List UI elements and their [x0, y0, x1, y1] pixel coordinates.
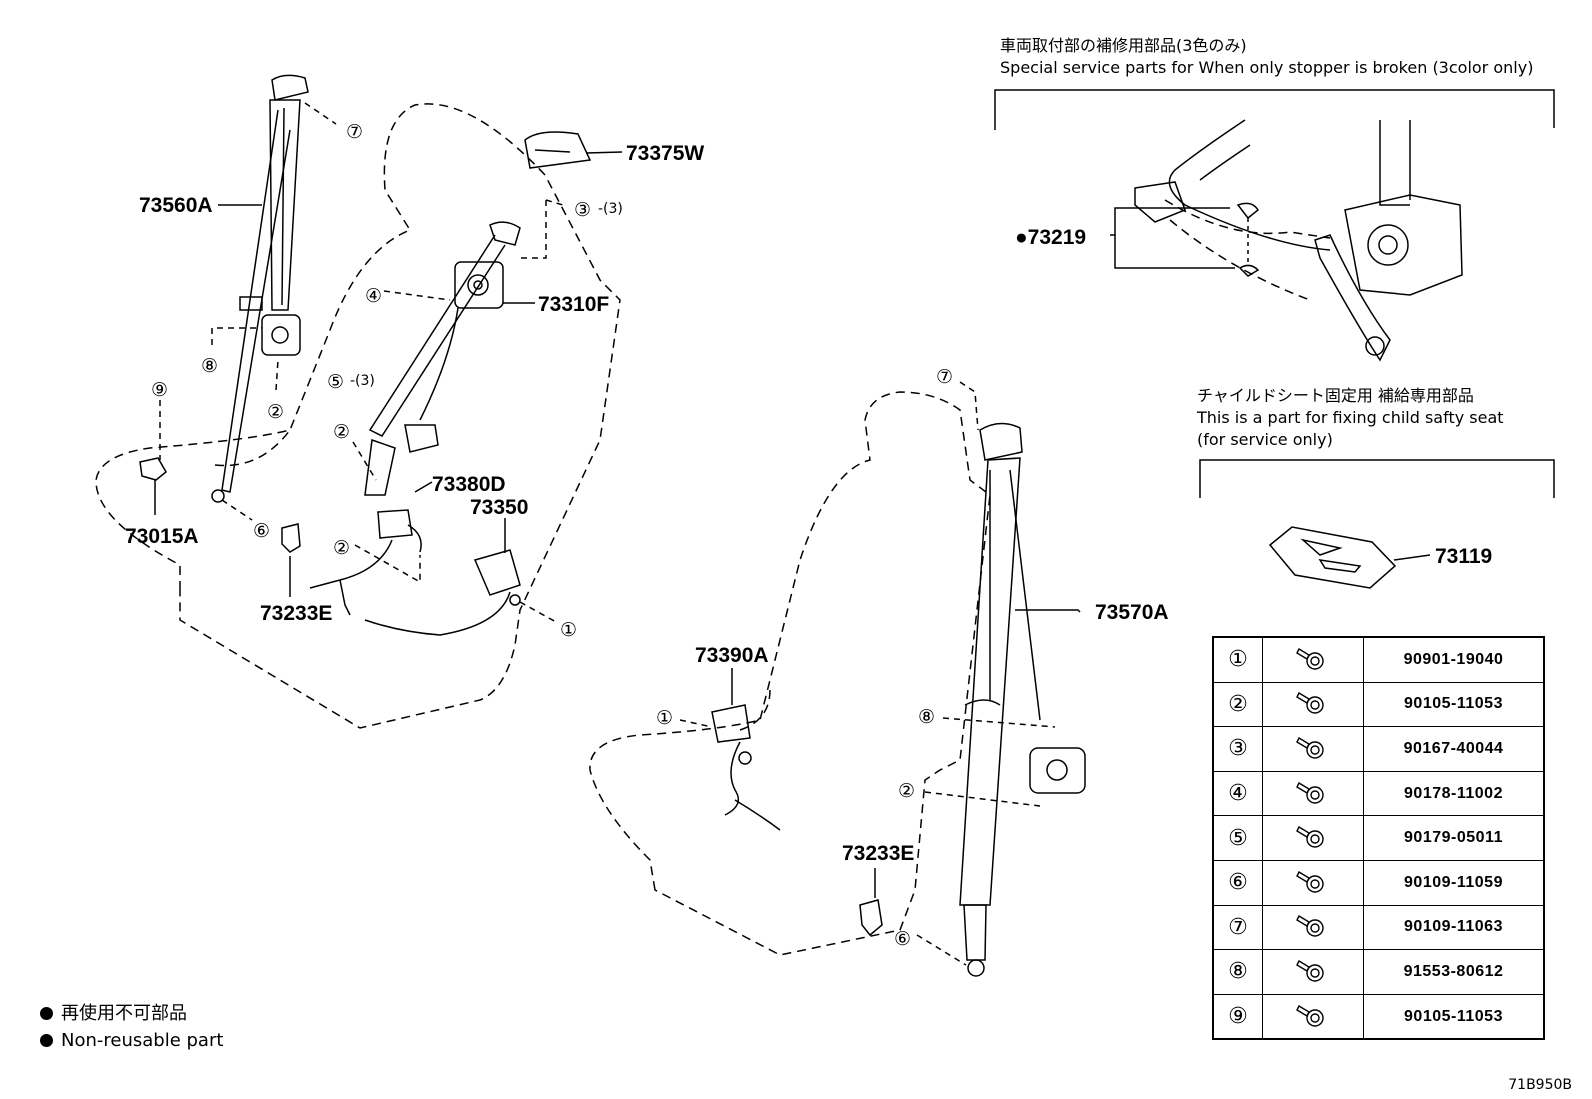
callout-73233e-right: 73233E: [842, 842, 914, 865]
bolt-icon: [1262, 993, 1364, 1040]
circle-ref-3: ③: [574, 199, 591, 221]
parts-table-row: ⑦ 90109-11063: [1212, 904, 1545, 951]
buckle-73350: [364, 549, 521, 636]
parts-ref-number: ③: [1212, 726, 1263, 772]
circle-ref-5: ⑤: [327, 371, 344, 393]
note-stopper-en: Special service parts for When only stop…: [1000, 58, 1534, 77]
bolt-icon: [1262, 859, 1364, 906]
bolt-icon: [1262, 681, 1364, 728]
part-number: 90167-40044: [1363, 726, 1545, 772]
note-child-seat-en2: (for service only): [1197, 430, 1333, 449]
bracket-73015a: [139, 457, 167, 481]
circle-ref-4: ④: [365, 285, 382, 307]
belt-73560a: [211, 74, 309, 503]
clip-73233e-right: [859, 899, 883, 937]
part-number: 90901-19040: [1363, 636, 1545, 683]
legend-dot-icon: [40, 1007, 53, 1020]
parts-table-row: ⑥ 90109-11059: [1212, 859, 1545, 906]
callout-73570a: 73570A: [1095, 601, 1169, 624]
parts-ref-number: ⑨: [1212, 993, 1263, 1040]
circle-ref-1: ①: [656, 707, 673, 729]
plate-73119: [1268, 526, 1397, 589]
callout-73219: ●73219: [1015, 226, 1086, 249]
note-stopper: 車両取付部の補修用部品(3色のみ) Special service parts …: [1000, 35, 1533, 79]
parts-ref-number: ④: [1212, 770, 1263, 817]
callout-73310f: 73310F: [538, 293, 609, 316]
circle-ref-2: ②: [267, 401, 284, 423]
bolt-icon: [1262, 815, 1364, 861]
bracket-frame-top: [994, 89, 1555, 130]
parts-table-row: ① 90901-19040: [1212, 636, 1545, 683]
callout-73015a: 73015A: [125, 525, 199, 548]
legend-jp-text: 再使用不可部品: [61, 1003, 187, 1024]
note-child-seat-en1: This is a part for fixing child safty se…: [1197, 408, 1504, 427]
parts-table-row: ⑨ 90105-11053: [1212, 993, 1545, 1040]
part-number: 90105-11053: [1363, 681, 1545, 728]
parts-ref-number: ⑥: [1212, 859, 1263, 906]
note-stopper-jp: 車両取付部の補修用部品(3色のみ): [1000, 36, 1247, 55]
parts-table-row: ⑧ 91553-80612: [1212, 949, 1545, 995]
parts-table-row: ⑤ 90179-05011: [1212, 815, 1545, 861]
diagram-code: 71B950B: [1508, 1077, 1572, 1093]
callout-73350: 73350: [470, 496, 528, 519]
parts-table-row: ③ 90167-40044: [1212, 726, 1545, 772]
parts-ref-number: ②: [1212, 681, 1263, 728]
note-child-seat-jp: チャイルドシート固定用 補給専用部品: [1197, 386, 1474, 405]
left-seat-outline: [95, 103, 621, 729]
callout-73560a: 73560A: [139, 194, 213, 217]
parts-ref-number: ⑧: [1212, 949, 1263, 995]
callout-73233e-left: 73233E: [260, 602, 332, 625]
belt-73570a: [959, 422, 1086, 977]
circle-ref-6: ⑥: [894, 928, 911, 950]
retractor-73310f: [364, 221, 521, 496]
circle-ref-8: ⑧: [201, 355, 218, 377]
legend-dot-icon: [40, 1034, 53, 1047]
circle-ref-6: ⑥: [253, 520, 270, 542]
buckle-73390a: [711, 704, 781, 831]
circle-ref-9: ⑨: [151, 379, 168, 401]
parts-table-row: ② 90105-11053: [1212, 681, 1545, 728]
circle-ref-1: ①: [560, 619, 577, 641]
bolt-icon: [1262, 949, 1364, 995]
legend-en-text: Non-reusable part: [61, 1030, 224, 1051]
part-number: 91553-80612: [1363, 949, 1545, 995]
legend: 再使用不可部品 Non-reusable part: [40, 1000, 223, 1054]
bolt-icon: [1262, 726, 1364, 772]
circle-ref-2: ②: [333, 537, 350, 559]
clip-73233e-left: [281, 523, 301, 553]
parts-table-row: ④ 90178-11002: [1212, 770, 1545, 817]
legend-jp: 再使用不可部品: [40, 1000, 223, 1027]
bracket-frame-child: [1199, 459, 1555, 498]
callout-73375w: 73375W: [626, 142, 704, 165]
part-number: 90109-11063: [1363, 904, 1545, 951]
callout-73390a: 73390A: [695, 644, 769, 667]
circle-ref-7: ⑦: [346, 121, 363, 143]
stopper-assembly: [1134, 119, 1463, 362]
part-number: 90178-11002: [1363, 770, 1545, 817]
note-child-seat: チャイルドシート固定用 補給専用部品 This is a part for fi…: [1197, 385, 1504, 451]
part-number: 90105-11053: [1363, 993, 1545, 1040]
parts-ref-number: ⑤: [1212, 815, 1263, 861]
circle-ref-8: ⑧: [918, 706, 935, 728]
right-seat-outline: [589, 391, 991, 956]
bolt-icon: [1262, 770, 1364, 817]
callout-73380d: 73380D: [432, 473, 506, 496]
part-number: 90109-11059: [1363, 859, 1545, 906]
legend-en: Non-reusable part: [40, 1027, 223, 1054]
bolt-icon: [1262, 636, 1364, 683]
callout-73119: 73119: [1435, 545, 1492, 568]
circle-ref-2: ②: [333, 421, 350, 443]
parts-table: ① 90901-19040 ② 90105-11053 ③ 90167-40044 ④ 901…: [1212, 636, 1545, 1041]
qty-ref-5: -(3): [350, 373, 375, 389]
parts-ref-number: ①: [1212, 636, 1263, 683]
qty-ref-3: -(3): [598, 201, 623, 217]
circle-ref-2: ②: [898, 780, 915, 802]
parts-ref-number: ⑦: [1212, 904, 1263, 951]
part-number: 90179-05011: [1363, 815, 1545, 861]
buckle-73380d: [309, 509, 422, 616]
bolt-icon: [1262, 904, 1364, 951]
circle-ref-7: ⑦: [936, 366, 953, 388]
cover-73375w: [524, 131, 592, 169]
